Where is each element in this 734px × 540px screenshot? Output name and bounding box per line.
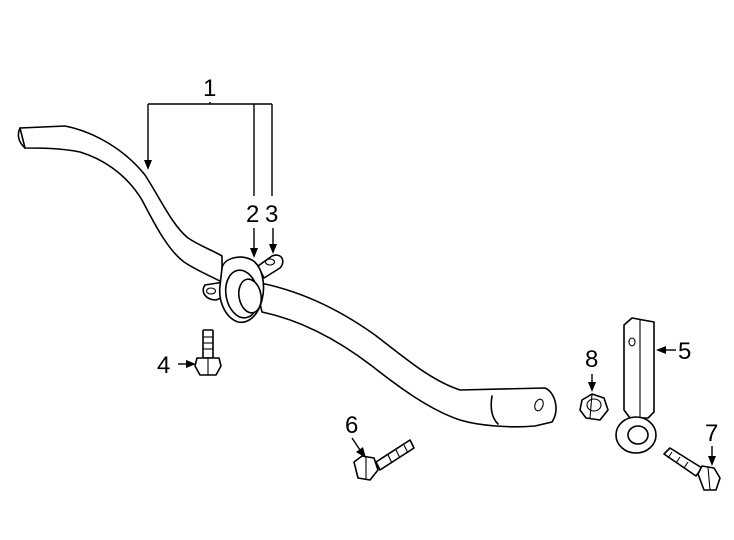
callout-2: 2 bbox=[246, 201, 259, 228]
leader-lines bbox=[144, 102, 716, 466]
bushing-bracket-bolt bbox=[194, 329, 222, 376]
stabilizer-link bbox=[615, 317, 657, 454]
link-upper-bolt bbox=[353, 439, 415, 481]
callout-3: 3 bbox=[265, 201, 278, 228]
callout-6: 6 bbox=[345, 412, 358, 439]
bushing-and-bracket bbox=[202, 254, 284, 324]
callout-8: 8 bbox=[585, 346, 598, 373]
callout-5: 5 bbox=[678, 338, 691, 365]
stabilizer-bar bbox=[17, 125, 557, 428]
callout-1: 1 bbox=[203, 75, 216, 102]
link-nut bbox=[579, 393, 609, 421]
callout-4: 4 bbox=[157, 352, 170, 379]
callout-7: 7 bbox=[705, 420, 718, 447]
link-lower-bolt bbox=[663, 447, 721, 491]
